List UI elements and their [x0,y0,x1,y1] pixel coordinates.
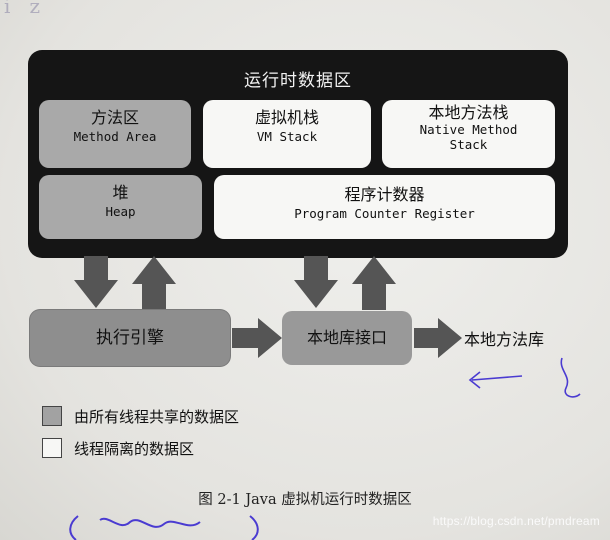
method-area-box: 方法区 Method Area [39,100,191,168]
right-arrow-engine-to-interface [232,318,282,358]
up-arrow-interface [352,256,396,310]
method-area-cn: 方法区 [90,108,139,127]
legend-private-swatch [42,438,62,458]
down-arrow-engine [74,256,118,308]
native-method-library: 本地方法库 [464,330,545,349]
heap-cn: 堆 [112,183,129,202]
ink-scribble-right [468,357,581,398]
pc-register-cn: 程序计数器 [344,185,425,204]
watermark: https://blog.csdn.net/pmdream [432,514,600,528]
ink-scribble-bottom [69,515,259,540]
runtime-data-area: 运行时数据区 方法区 Method Area 虚拟机栈 VM Stack 本地方… [28,50,568,258]
legend-shared-label: 由所有线程共享的数据区 [74,408,240,426]
heap-en: Heap [105,204,136,219]
legend-private-label: 线程隔离的数据区 [74,440,195,458]
native-method-stack-en1: Native Method [419,122,518,137]
heap-box: 堆 Heap [39,175,202,239]
right-arrow-interface-to-library [414,318,462,358]
method-area-en: Method Area [73,129,157,144]
execution-engine: 执行引擎 [30,310,230,366]
vm-stack-box: 虚拟机栈 VM Stack [203,100,371,168]
native-method-stack-en2: Stack [449,137,488,152]
runtime-title: 运行时数据区 [244,71,352,91]
pc-register-box: 程序计数器 Program Counter Register [214,175,555,239]
handwriting-top: i z [4,0,41,18]
native-interface: 本地库接口 [282,311,412,365]
native-method-stack-cn: 本地方法栈 [428,103,509,122]
figure-caption: 图 2-1 Java 虚拟机运行时数据区 [198,492,412,508]
pc-register-en: Program Counter Register [294,206,475,221]
vm-stack-cn: 虚拟机栈 [254,108,319,127]
native-method-stack-box: 本地方法栈 Native Method Stack [382,100,555,168]
up-arrow-engine [132,256,176,310]
legend-shared-swatch [42,406,62,426]
down-arrow-interface [294,256,338,308]
vm-stack-en: VM Stack [256,129,318,144]
